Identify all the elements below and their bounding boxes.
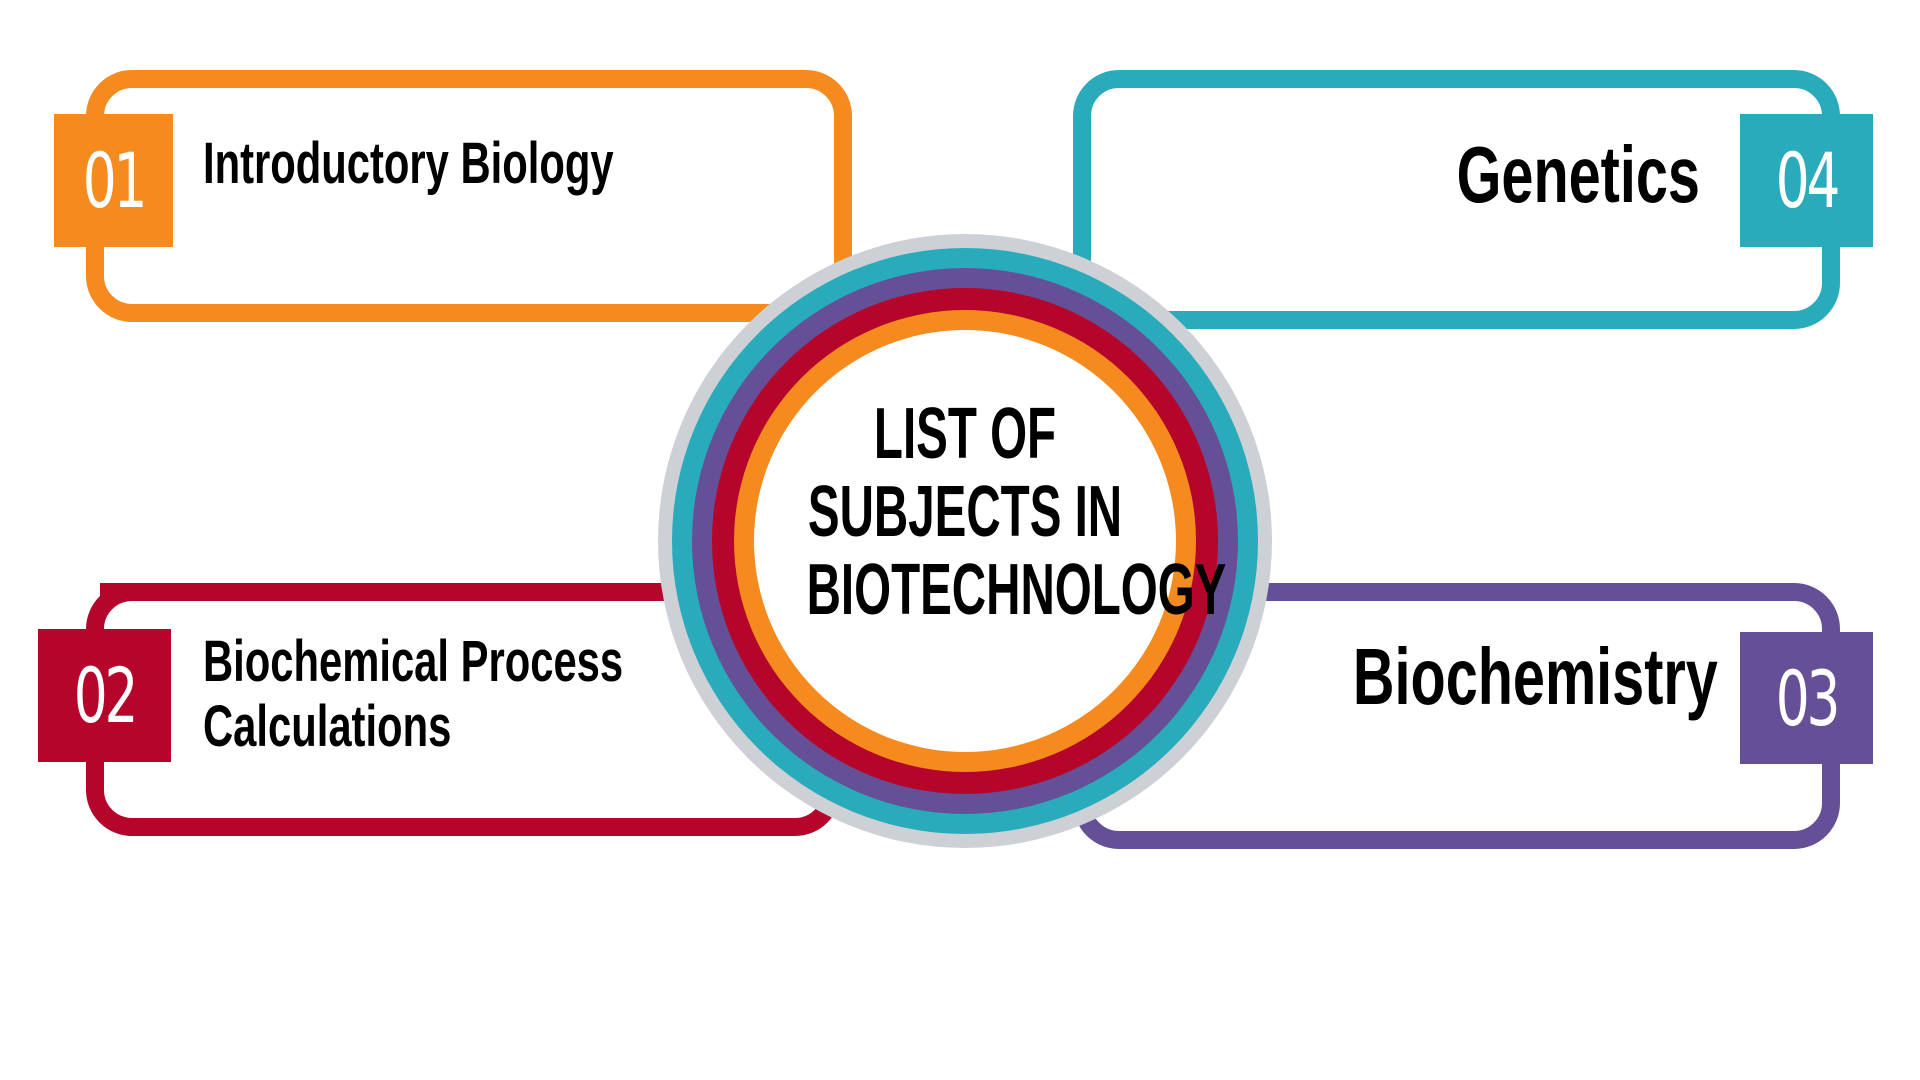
- subject-label-04-line1: Genetics: [1456, 130, 1700, 219]
- center-title-line3: BIOTECHNOLOGY: [806, 550, 1227, 630]
- subject-label-02-line2: Calculations: [203, 693, 452, 759]
- subject-label-04: Genetics: [1457, 130, 1700, 220]
- center-title: LIST OF SUBJECTS IN BIOTECHNOLOGY: [806, 394, 1227, 630]
- connector-line-02: [100, 583, 703, 601]
- subject-label-01-line1: Introductory Biology: [203, 131, 614, 196]
- center-circle: [754, 330, 1176, 752]
- number-badge-02: 02: [38, 629, 171, 762]
- badge-number-04: 04: [1775, 136, 1841, 225]
- subject-label-01: Introductory Biology: [203, 131, 614, 197]
- subject-card-04: [1073, 70, 1840, 329]
- center-title-line1: LIST OF: [873, 394, 1057, 474]
- subject-label-03-line1: Biochemistry: [1353, 632, 1718, 721]
- number-badge-04: 04: [1740, 114, 1873, 247]
- badge-number-03: 03: [1775, 653, 1841, 743]
- subject-label-03: Biochemistry: [1353, 632, 1718, 722]
- badge-number-01: 01: [82, 136, 148, 225]
- subject-label-02: Biochemical Process Calculations: [203, 629, 624, 760]
- badge-number-02: 02: [73, 651, 139, 740]
- subject-label-02-line1: Biochemical Process: [203, 629, 624, 694]
- number-badge-01: 01: [54, 114, 173, 247]
- number-badge-03: 03: [1740, 632, 1873, 764]
- center-title-line2: SUBJECTS IN: [807, 472, 1123, 552]
- subject-card-01: [86, 70, 852, 322]
